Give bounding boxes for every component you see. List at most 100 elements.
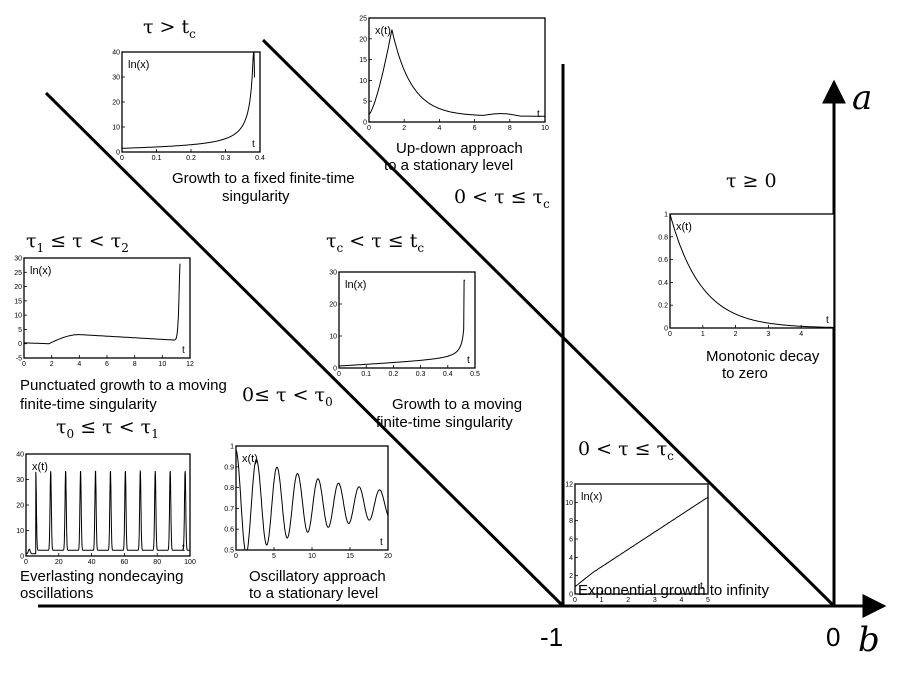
inset-frame <box>23 257 191 359</box>
inset-ytick-label: 20 <box>359 36 367 43</box>
inset-ytick-label: 0.7 <box>224 506 234 513</box>
caption-region4-line1: Punctuated growth to a moving <box>20 377 227 394</box>
inset-ytick-label: 2 <box>569 573 573 580</box>
inset-xtick-label: 4 <box>437 125 441 132</box>
inset-xtick-label: 0.3 <box>221 155 231 162</box>
inset-frame <box>25 453 191 557</box>
inset-ytick-label: 0 <box>569 592 573 599</box>
inset-ytick-label: 0.6 <box>224 527 234 534</box>
inset-ytick-label: 5 <box>363 99 367 106</box>
inset-xtick-label: 20 <box>55 559 63 566</box>
inset-xtick-label: 5 <box>706 597 710 604</box>
condition-region1: τ > tc <box>143 16 196 41</box>
inset-tlabel: t <box>182 345 185 356</box>
inset-ylabel: x(t) <box>676 221 692 233</box>
inset-frame <box>121 51 261 153</box>
inset-xtick-label: 100 <box>184 559 196 566</box>
inset-xtick-label: 0 <box>120 155 124 162</box>
inset-xtick-label: 10 <box>541 125 549 132</box>
inset-ytick-label: 0.9 <box>224 464 234 471</box>
inset-ylabel: x(t) <box>375 25 391 37</box>
inset-xtick-label: 0.5 <box>470 371 480 378</box>
inset-frame <box>669 213 835 329</box>
inset-curve <box>24 263 181 345</box>
inset-xtick-label: 6 <box>105 361 109 368</box>
caption-region6-line1: Everlasting nondecaying <box>20 568 184 585</box>
inset-ytick-label: 20 <box>329 302 337 309</box>
inset-ytick-label: 30 <box>329 270 337 277</box>
caption-region7-line2: to a stationary level <box>249 585 379 602</box>
inset-xtick-label: 2 <box>50 361 54 368</box>
tick-zero: 0 <box>826 622 841 652</box>
inset-ytick-label: 12 <box>565 482 573 489</box>
inset-ylabel: x(t) <box>242 453 258 465</box>
inset-ylabel: ln(x) <box>345 279 366 291</box>
caption-region5-line1: Growth to a moving <box>392 396 523 413</box>
inset-ytick-label: 25 <box>359 16 367 23</box>
condition-region3: τ ≥ 0 <box>726 170 777 192</box>
condition-region4: τ1 ≤ τ < τ2 <box>26 230 129 255</box>
inset-ytick-label: 30 <box>14 256 22 263</box>
inset-xtick-label: 0.3 <box>416 371 426 378</box>
inset-xtick-label: 0 <box>24 559 28 566</box>
inset-xtick-label: 2 <box>734 331 738 338</box>
inset-ylabel: ln(x) <box>30 265 51 277</box>
inset-xtick-label: 1 <box>701 331 705 338</box>
inset-xtick-label: 8 <box>133 361 137 368</box>
inset-xtick-label: 0 <box>234 553 238 560</box>
condition-region6: τ0 ≤ τ < τ1 <box>56 416 159 441</box>
b-axis-label: b <box>858 620 880 660</box>
inset-ytick-label: 10 <box>359 78 367 85</box>
inset-ytick-label: 40 <box>112 50 120 57</box>
inset-ytick-label: 0.8 <box>224 485 234 492</box>
inset-ytick-label: 20 <box>16 503 24 510</box>
inset-ytick-label: 0 <box>363 120 367 127</box>
inset-frame <box>368 17 546 123</box>
inset-ytick-label: 0 <box>664 326 668 333</box>
inset-xtick-label: 0 <box>22 361 26 368</box>
inset-ytick-label: 30 <box>16 477 24 484</box>
inset-xtick-label: 3 <box>653 597 657 604</box>
inset-frame <box>338 271 476 369</box>
inset-ytick-label: 0.5 <box>224 548 234 555</box>
inset-ytick-label: 10 <box>16 528 24 535</box>
inset-curve <box>122 51 255 149</box>
inset-xtick-label: 80 <box>153 559 161 566</box>
inset-xtick-label: 10 <box>158 361 166 368</box>
inset-xtick-label: 40 <box>88 559 96 566</box>
inset-ytick-label: 10 <box>14 313 22 320</box>
inset-ytick-label: 1 <box>664 212 668 219</box>
inset-ytick-label: 0 <box>20 554 24 561</box>
inset-ytick-label: 15 <box>359 57 367 64</box>
boundary-diagonal-upper <box>261 38 836 608</box>
inset-xtick-label: 5 <box>832 331 836 338</box>
caption-region1-line1: Growth to a fixed finite-time <box>172 170 355 187</box>
inset-ytick-label: 30 <box>112 75 120 82</box>
inset-ytick-label: 10 <box>565 500 573 507</box>
inset-ytick-label: 40 <box>16 452 24 459</box>
inset-ytick-label: 15 <box>14 298 22 305</box>
condition-region8: 0 < τ ≤ τc <box>578 438 674 463</box>
inset-xtick-label: 2 <box>626 597 630 604</box>
inset-tlabel: t <box>826 315 829 326</box>
inset-curve <box>574 496 709 588</box>
caption-region5-line2: finite-time singularity <box>376 414 513 431</box>
inset-frame <box>235 445 389 551</box>
caption-region2-line2: to a stationary level <box>384 157 514 174</box>
inset-curve <box>669 213 834 328</box>
condition-region7: 0≤ τ < τ0 <box>242 384 333 409</box>
inset-xtick-label: 0.1 <box>361 371 371 378</box>
inset-ytick-label: 0.4 <box>658 280 668 287</box>
inset-xtick-label: 0.4 <box>443 371 453 378</box>
a-axis-label: a <box>852 78 873 118</box>
condition-region2: 0 < τ ≤ τc <box>454 186 550 211</box>
tick-minus1: -1 <box>540 622 564 652</box>
inset-ytick-label: 1 <box>230 444 234 451</box>
inset-ytick-label: 20 <box>112 100 120 107</box>
inset-ytick-label: 0.6 <box>658 257 668 264</box>
